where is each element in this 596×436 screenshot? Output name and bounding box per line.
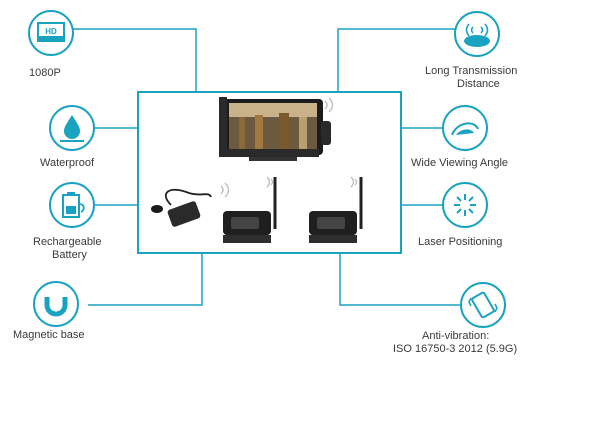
transmission-label-line1: Long Transmission [425, 65, 518, 77]
laser-icon [454, 194, 476, 216]
product-illustration [151, 97, 363, 243]
water-drop-icon [60, 115, 84, 142]
battery-feature-circle [49, 182, 95, 228]
camera-image-2 [309, 176, 363, 243]
laser-label: Laser Positioning [418, 236, 503, 248]
camera-image-1 [223, 176, 277, 243]
product-image-panel [137, 91, 402, 254]
vibration-label-line1: Anti-vibration: [422, 330, 490, 342]
magnet-icon [44, 293, 68, 317]
battery-label-line2: Battery [52, 249, 87, 261]
laser-feature-circle [442, 182, 488, 228]
viewing-label: Wide Viewing Angle [411, 157, 509, 169]
hd-screen-icon: HD [37, 22, 65, 42]
battery-icon [62, 192, 85, 218]
magnetic-label: Magnetic base [13, 329, 85, 341]
transmission-feature-circle [454, 11, 500, 57]
battery-label-line1: Rechargeable [33, 236, 102, 248]
vibration-label-line2: ISO 16750-3 2012 (5.9G) [393, 343, 518, 355]
viewing-feature-circle [442, 105, 488, 151]
monitor-image [219, 97, 334, 161]
hd-label: 1080P [29, 67, 61, 79]
waterproof-feature-circle [49, 105, 95, 151]
vibration-phone-icon [468, 291, 498, 319]
power-adapter-image [151, 182, 230, 227]
eye-angle-icon [451, 122, 479, 136]
transmission-label-line2: Distance [457, 78, 500, 90]
magnetic-feature-circle [33, 281, 79, 327]
svg-text:HD: HD [45, 27, 57, 36]
hd-feature-circle: HD [28, 10, 74, 56]
vibration-feature-circle [460, 282, 506, 328]
signal-icon [464, 23, 490, 47]
waterproof-label: Waterproof [40, 157, 95, 169]
